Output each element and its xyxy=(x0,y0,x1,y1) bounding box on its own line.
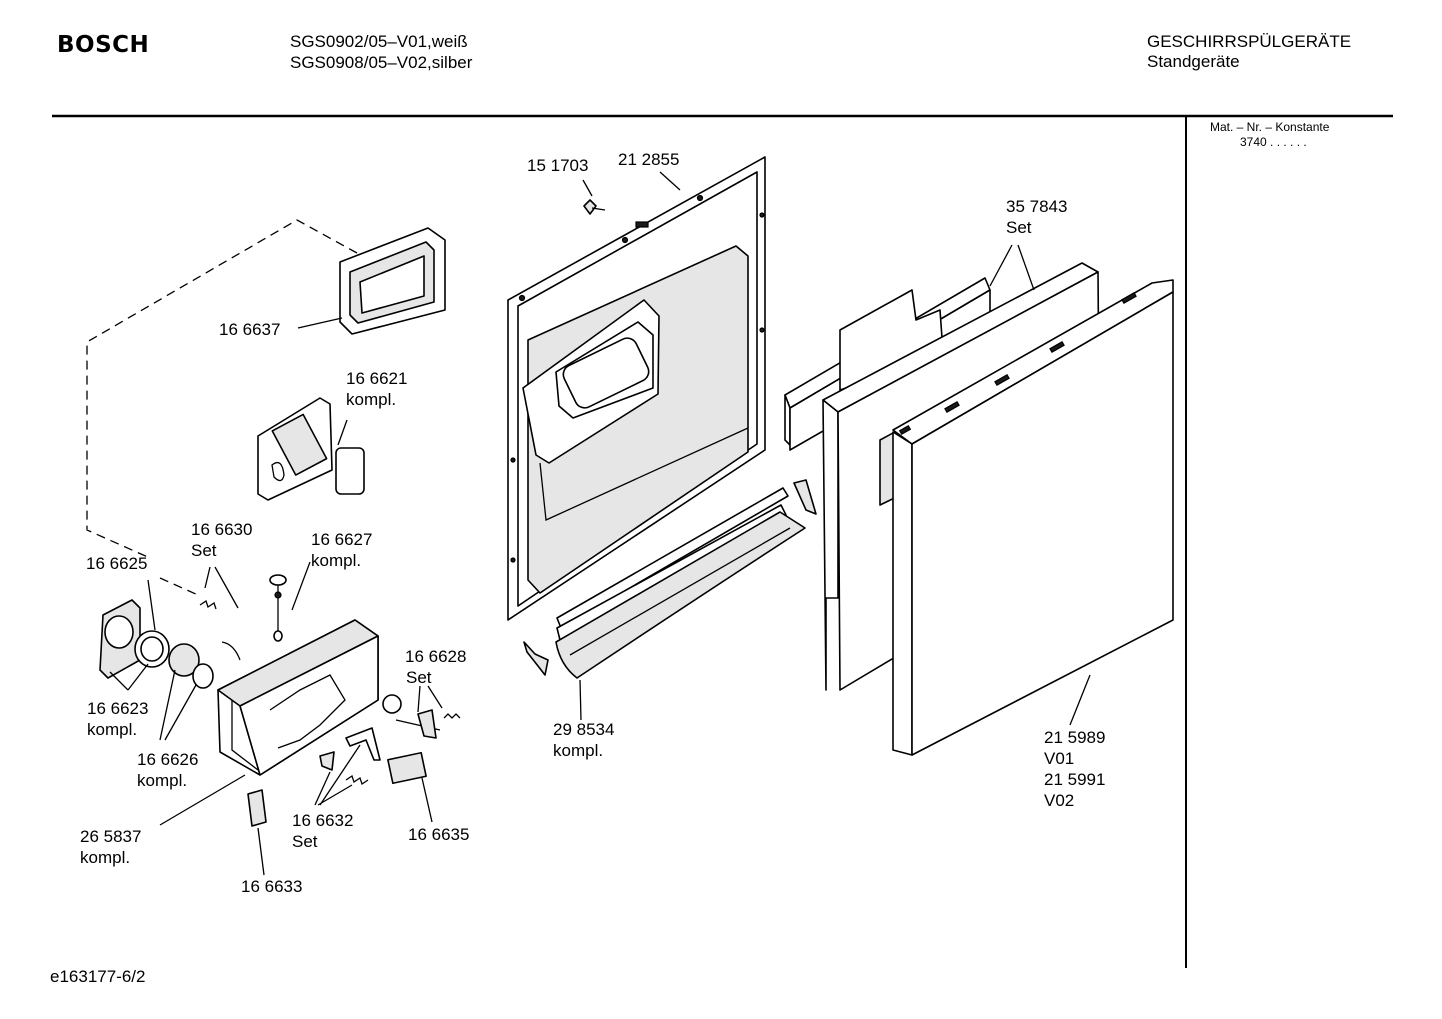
front-door-panel xyxy=(892,279,1174,756)
part-label-151703: 15 1703 xyxy=(527,155,588,176)
screw-part xyxy=(583,199,606,215)
part-variant-alt: V02 xyxy=(1044,791,1075,810)
sleeve-part xyxy=(168,643,214,689)
valve-stem-part xyxy=(269,574,287,642)
hinge-clip-right xyxy=(793,479,817,515)
part-label-166628: 16 6628 Set xyxy=(405,646,466,688)
part-label-166630: 16 6630 Set xyxy=(191,519,252,561)
part-qualifier: kompl. xyxy=(553,741,604,760)
leader-lines xyxy=(109,171,1091,876)
part-qualifier: kompl. xyxy=(346,390,397,409)
part-number: 16 6633 xyxy=(241,877,303,896)
part-number: 16 6632 xyxy=(292,811,354,830)
part-label-215989: 21 5989 V01 21 5991 V02 xyxy=(1044,727,1105,811)
inner-door-panel xyxy=(507,156,766,621)
model-line-1: SGS0902/05–V01,weiß xyxy=(290,32,468,51)
part-number: 35 7843 xyxy=(1006,197,1068,216)
side-panel-value: 3740 . . . . . . xyxy=(1240,135,1307,149)
seal-pad-part xyxy=(335,447,365,495)
part-number: 16 6623 xyxy=(87,699,149,718)
lever-set-part xyxy=(319,727,381,786)
part-number-alt: 21 5991 xyxy=(1044,770,1106,789)
clip-part xyxy=(247,789,267,827)
part-number: 16 6627 xyxy=(311,530,373,549)
part-number: 16 6626 xyxy=(137,750,199,769)
ring-part xyxy=(134,630,170,668)
part-qualifier: Set xyxy=(191,541,217,560)
part-label-212855: 21 2855 xyxy=(618,149,679,170)
part-qualifier: kompl. xyxy=(137,771,188,790)
part-label-166632: 16 6632 Set xyxy=(292,810,353,852)
part-number: 29 8534 xyxy=(553,720,615,739)
dispenser-cover-part xyxy=(257,397,333,501)
part-label-166635: 16 6635 xyxy=(408,824,469,845)
part-label-166621: 16 6621 kompl. xyxy=(346,368,407,410)
part-variant: V01 xyxy=(1044,749,1075,768)
part-label-166633: 16 6633 xyxy=(241,876,302,897)
brand-logo: BOSCH xyxy=(57,32,150,58)
part-qualifier: kompl. xyxy=(80,848,131,867)
part-number: 16 6637 xyxy=(219,320,281,339)
part-qualifier: Set xyxy=(292,832,318,851)
assembly-dashed-outline xyxy=(86,219,358,596)
part-label-166625: 16 6625 xyxy=(86,553,147,574)
rim-seal-part xyxy=(339,227,446,335)
drawing-id: e163177-6/2 xyxy=(50,967,146,986)
latch-set-part xyxy=(382,694,461,739)
part-number: 26 5837 xyxy=(80,827,142,846)
part-number: 16 6621 xyxy=(346,369,408,388)
part-label-166623: 16 6623 kompl. xyxy=(87,698,148,740)
hinge-clip-left xyxy=(523,641,549,676)
part-label-298534: 29 8534 kompl. xyxy=(553,719,614,761)
part-number: 16 6630 xyxy=(191,520,253,539)
handle-part xyxy=(99,599,141,679)
part-label-265837: 26 5837 kompl. xyxy=(80,826,141,868)
spring-part-left xyxy=(199,599,241,661)
appliance-category: GESCHIRRSPÜLGERÄTE xyxy=(1147,32,1352,51)
side-panel-title: Mat. – Nr. – Konstante xyxy=(1210,120,1330,134)
part-label-166627: 16 6627 kompl. xyxy=(311,529,372,571)
part-qualifier: kompl. xyxy=(87,720,138,739)
part-label-357843: 35 7843 Set xyxy=(1006,196,1067,238)
part-number: 21 2855 xyxy=(618,150,680,169)
part-qualifier: Set xyxy=(406,668,432,687)
dispenser-housing-part xyxy=(217,619,379,776)
part-number: 15 1703 xyxy=(527,156,589,175)
part-label-166637: 16 6637 xyxy=(219,319,280,340)
lower-trim-strip xyxy=(555,487,806,679)
switch-part xyxy=(387,751,427,785)
appliance-subcategory: Standgeräte xyxy=(1147,52,1240,71)
part-qualifier: kompl. xyxy=(311,551,362,570)
part-number: 16 6625 xyxy=(86,554,148,573)
model-line-2: SGS0908/05–V02,silber xyxy=(290,53,473,72)
part-number: 16 6635 xyxy=(408,825,470,844)
part-label-166626: 16 6626 kompl. xyxy=(137,749,198,791)
part-number: 21 5989 xyxy=(1044,728,1106,747)
part-qualifier: Set xyxy=(1006,218,1032,237)
part-number: 16 6628 xyxy=(405,647,467,666)
